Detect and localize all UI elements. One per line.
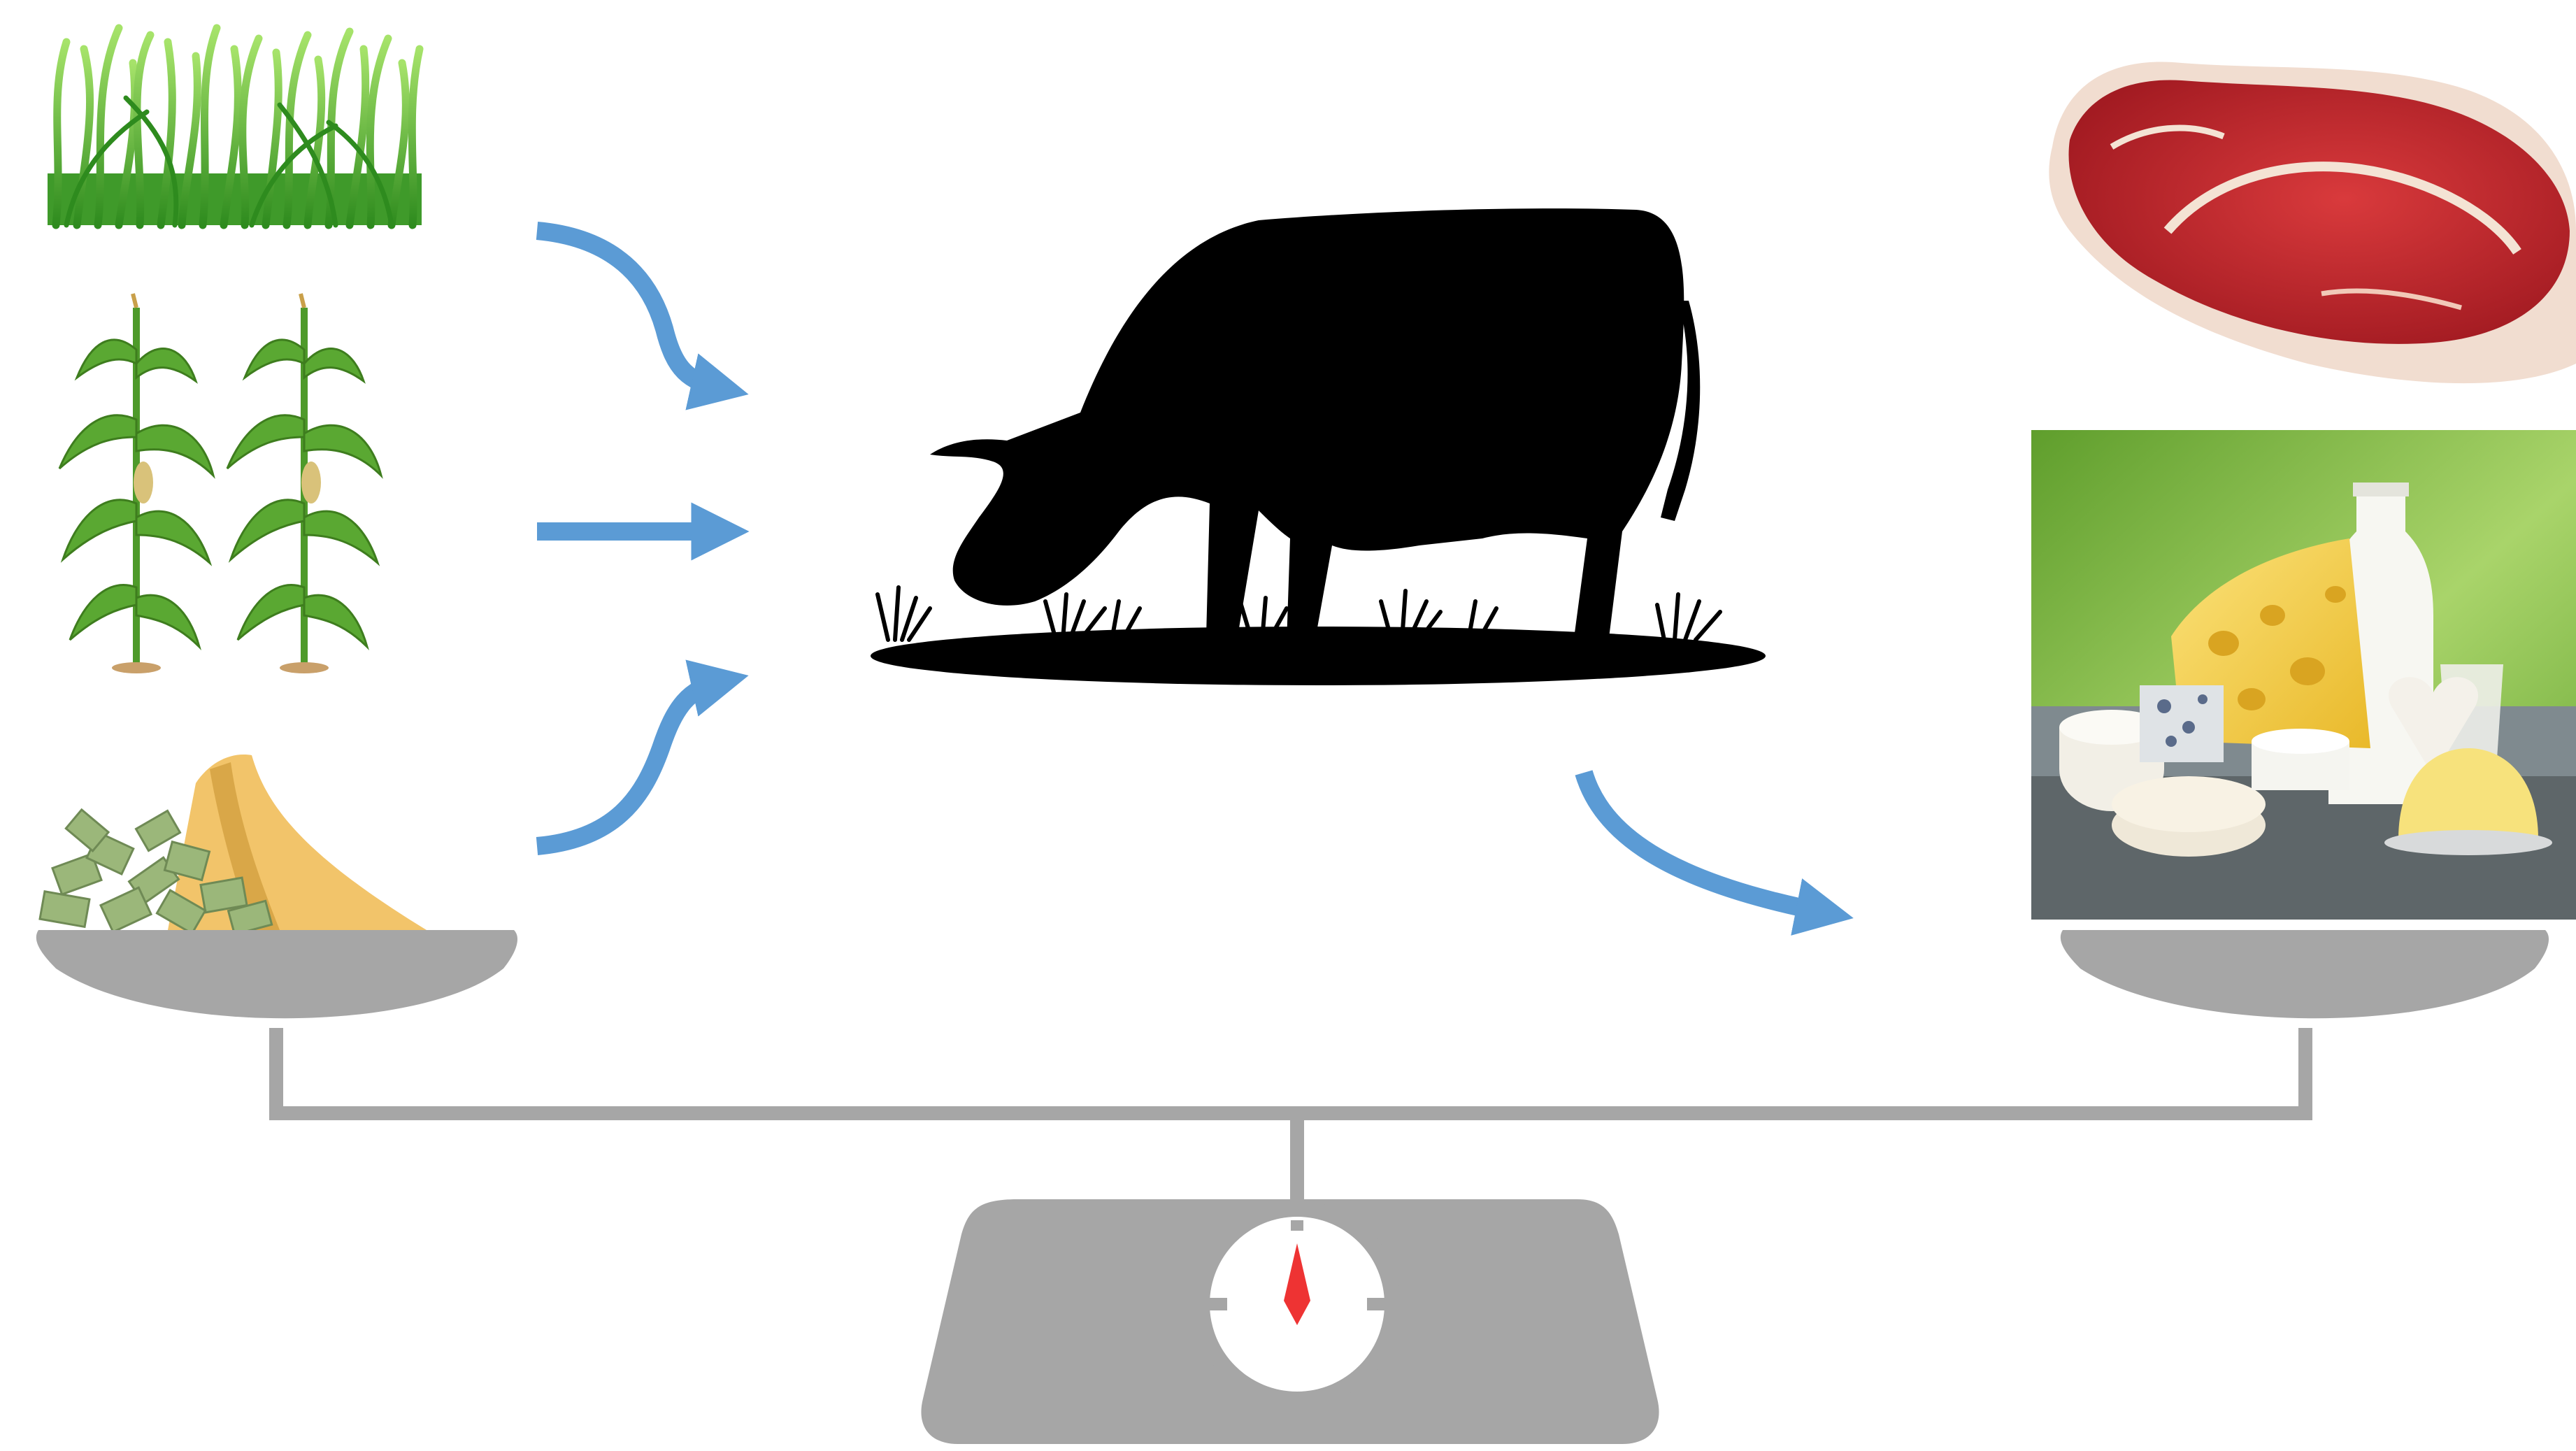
left-scale-pan: [36, 930, 517, 1018]
corn-plant-icon: [59, 294, 381, 673]
dairy-products-icon: [2031, 430, 2576, 920]
scale-beam: [276, 1028, 2305, 1203]
right-scale-pan: [2061, 930, 2549, 1018]
cow-silhouette-icon: [801, 203, 1794, 787]
grass-icon: [48, 15, 422, 225]
arrow-cow-to-products: [1584, 773, 1825, 913]
arrow-grass-to-cow: [537, 231, 720, 388]
feed-pile-icon: [40, 755, 427, 934]
beef-steak-icon: [2031, 24, 2576, 420]
arrow-feed-to-cow: [537, 682, 720, 846]
input-arrows: [537, 231, 720, 846]
balance-scale-icon: [36, 930, 2549, 1444]
scale-dial: [1192, 1201, 1402, 1408]
